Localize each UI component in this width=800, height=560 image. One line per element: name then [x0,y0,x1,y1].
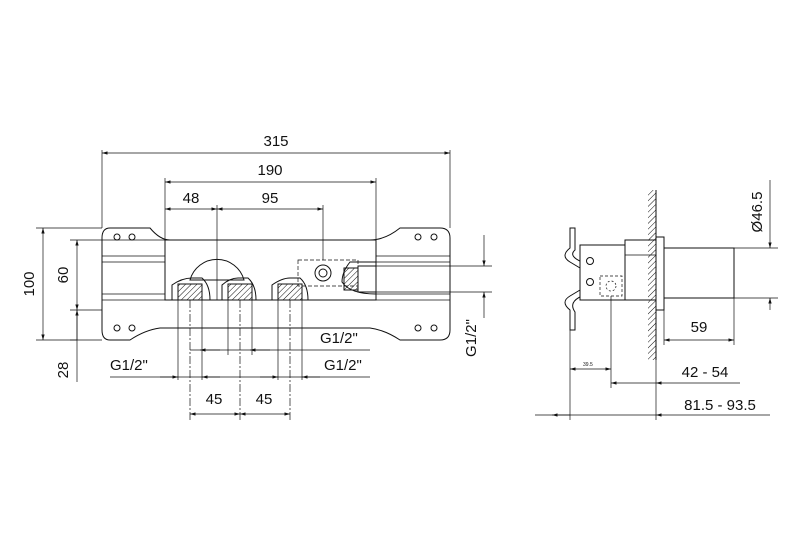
label-thread-left: G1/2" [110,357,148,374]
connector-mid [221,277,257,301]
label-thread-right-top: G1/2" [320,330,358,347]
dim-60: 60 [55,267,72,284]
handle [663,247,735,299]
dim-45-right: 45 [256,391,273,408]
dim-48: 48 [183,190,200,207]
wall-section [648,190,656,360]
valve-body-side [579,244,626,301]
dim-small-note: 39.5 [583,362,593,368]
dim-59: 59 [691,319,708,336]
dim-190: 190 [257,162,282,179]
dim-28: 28 [55,362,72,379]
dim-95: 95 [262,190,279,207]
side-outlet [341,261,377,295]
front-view: 315 190 48 95 100 60 28 [21,133,492,420]
label-thread-right-bottom: G1/2" [324,357,362,374]
connector-left [171,277,211,301]
label-thread-vertical: G1/2" [463,319,480,357]
dim-diameter: Ø46.5 [749,192,766,233]
dim-45-left: 45 [206,391,223,408]
dim-range-mid: 42 - 54 [682,364,729,381]
bracket [564,227,586,331]
valve-body [164,239,377,301]
dim-range-total: 81.5 - 93.5 [684,397,756,414]
side-view: Ø46.5 59 39.5 42 - 54 81.5 - 93.5 [535,180,778,420]
dim-100: 100 [21,271,38,296]
dim-315: 315 [263,133,288,150]
mounting-holes [113,233,438,332]
